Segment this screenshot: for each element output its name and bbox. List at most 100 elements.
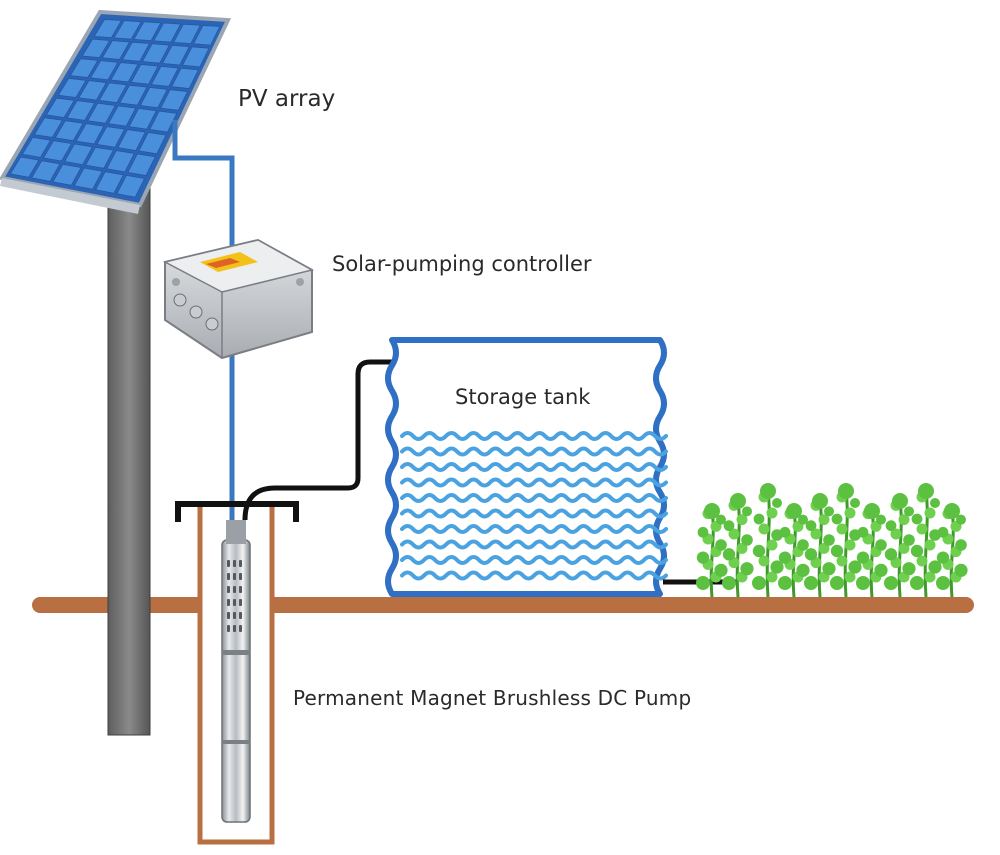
intake-hole <box>233 573 236 580</box>
panel-cell <box>153 22 182 43</box>
panel-cell <box>63 143 94 166</box>
panel-cell <box>87 102 116 124</box>
intake-hole <box>239 625 242 632</box>
panel-cell <box>113 20 142 40</box>
panel-cell <box>21 136 52 158</box>
tank-water-waves <box>400 431 668 581</box>
panel-cell <box>9 156 40 178</box>
water-wave <box>400 462 668 472</box>
panel-cell <box>149 110 178 133</box>
crop-plant <box>722 493 754 598</box>
power-wire <box>172 120 235 540</box>
label-storage-tank: Storage tank <box>455 385 591 409</box>
panel-cell <box>69 58 99 78</box>
water-wave <box>400 570 668 581</box>
water-wave <box>400 493 668 503</box>
intake-hole <box>227 599 230 606</box>
water-wave <box>400 539 668 550</box>
label-solar-pumping-controller: Solar-pumping controller <box>332 252 592 276</box>
panel-cell <box>133 21 162 42</box>
panel-cell <box>31 160 61 182</box>
panel-cell <box>73 167 103 190</box>
solar-panel <box>0 9 232 214</box>
water-wave <box>400 508 668 519</box>
intake-hole <box>239 586 242 593</box>
panel-cell <box>110 62 139 83</box>
intake-hole <box>233 625 236 632</box>
wellhead-bracket <box>175 501 299 522</box>
crop-plant <box>830 483 862 598</box>
intake-hole <box>233 612 236 619</box>
intake-hole <box>227 560 230 567</box>
crop-plants <box>696 483 968 598</box>
crop-plant <box>778 503 810 598</box>
panel-cell <box>141 43 170 64</box>
intake-hole <box>233 599 236 606</box>
delivery-pipe <box>242 359 432 521</box>
panel-cell <box>45 97 75 118</box>
panel-pole <box>107 169 151 736</box>
water-wave <box>400 555 668 565</box>
label-pv-array: PV array <box>238 86 336 112</box>
panel-cell <box>57 77 87 98</box>
intake-hole <box>239 599 242 606</box>
panel-cell <box>181 46 210 68</box>
panel-cell <box>106 150 135 173</box>
water-wave <box>400 446 668 457</box>
crop-plant <box>752 483 784 598</box>
panel-cell <box>96 126 126 148</box>
panel-cell <box>138 132 167 155</box>
solar-pumping-controller-box <box>162 238 315 360</box>
panel-cell <box>78 80 108 101</box>
intake-hole <box>233 560 236 567</box>
panel-cell <box>150 65 179 87</box>
panel-cell <box>81 38 111 59</box>
submersible-pump <box>221 520 251 823</box>
intake-hole <box>239 573 242 580</box>
panel-cell <box>139 86 168 109</box>
crop-plant <box>804 493 836 598</box>
panel-cell <box>128 108 157 130</box>
crop-plant <box>884 493 916 598</box>
intake-hole <box>227 612 230 619</box>
panel-cell <box>116 174 146 198</box>
panel-cell <box>117 129 146 151</box>
crop-plant <box>936 503 968 598</box>
water-wave <box>400 431 668 441</box>
panel-cell <box>160 89 189 111</box>
panel-cell <box>98 82 128 104</box>
panel-cell <box>192 24 221 46</box>
water-wave <box>400 524 668 534</box>
panel-cell <box>107 105 137 127</box>
panel-cell <box>85 146 115 169</box>
panel-cell <box>119 84 148 106</box>
panel-cell <box>52 163 82 186</box>
panel-cell <box>130 64 159 85</box>
panel-cell <box>66 100 96 121</box>
panel-cell <box>161 44 190 66</box>
crop-plant <box>696 503 728 598</box>
panel-cell <box>75 123 105 145</box>
pump-intake-holes <box>227 560 242 632</box>
panel-cell <box>42 140 73 162</box>
panel-cell <box>127 153 156 176</box>
intake-hole <box>227 586 230 593</box>
panel-cell <box>121 41 151 62</box>
intake-hole <box>227 573 230 580</box>
intake-hole <box>239 560 242 567</box>
panel-cell <box>93 19 123 39</box>
intake-hole <box>227 625 230 632</box>
crop-plant <box>910 483 942 598</box>
intake-hole <box>233 586 236 593</box>
panel-cell <box>54 120 84 142</box>
panel-cell <box>89 60 119 81</box>
panel-cell <box>94 171 124 194</box>
ground-line <box>32 597 974 613</box>
intake-hole <box>239 612 242 619</box>
water-wave <box>400 477 668 488</box>
panel-cell <box>33 117 64 138</box>
panel-cells <box>9 19 221 198</box>
panel-cell <box>173 23 201 45</box>
